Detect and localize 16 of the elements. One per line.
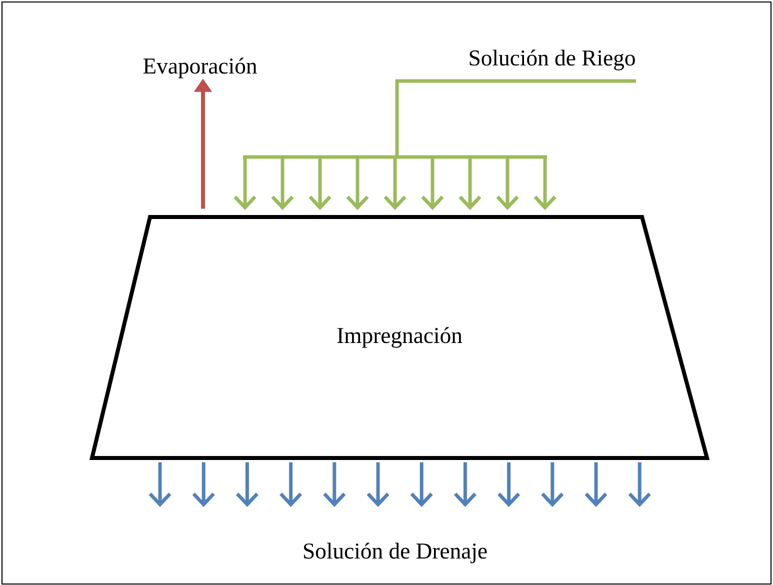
arrow bbox=[236, 462, 258, 507]
text-label: Solución de Riego bbox=[470, 50, 635, 70]
arrow bbox=[584, 462, 608, 507]
arrow bbox=[498, 462, 520, 507]
arrow bbox=[454, 462, 476, 507]
arrow bbox=[541, 462, 564, 507]
arrow bbox=[410, 462, 433, 507]
text-label: Solución de Drenaje bbox=[304, 542, 487, 564]
arrow bbox=[323, 462, 346, 507]
arrow bbox=[280, 462, 302, 507]
arrow bbox=[628, 462, 651, 507]
arrow bbox=[148, 462, 172, 507]
branching-arrow bbox=[234, 79, 638, 210]
text-label: Evaporación bbox=[143, 58, 257, 78]
arrow bbox=[192, 462, 215, 507]
arrow bbox=[366, 462, 390, 507]
